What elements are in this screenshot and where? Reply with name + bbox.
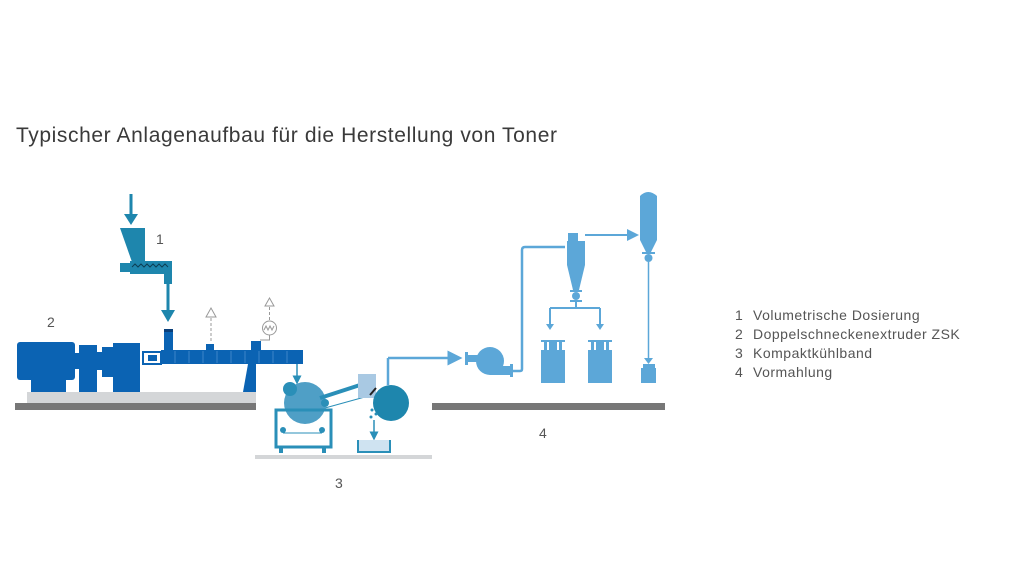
legend-item: 3 Kompaktkühlband — [735, 344, 960, 363]
twin-screw-extruder — [17, 329, 303, 392]
label-grinding: 4 — [539, 425, 547, 441]
pre-grinding-unit — [465, 192, 657, 383]
legend-text: Volumetrische Dosierung — [753, 307, 921, 323]
legend-number: 1 — [735, 307, 744, 323]
legend-number: 3 — [735, 345, 744, 361]
legend-number: 2 — [735, 326, 744, 342]
legend-item: 2 Doppelschneckenextruder ZSK — [735, 325, 960, 344]
vent-arrow-icon — [205, 296, 277, 343]
page-title: Typischer Anlagenaufbau für die Herstell… — [16, 124, 558, 147]
label-cooling: 3 — [335, 475, 343, 491]
legend-number: 4 — [735, 364, 744, 380]
legend: 1 Volumetrische Dosierung 2 Doppelschnecke… — [735, 306, 960, 382]
legend-item: 1 Volumetrische Dosierung — [735, 306, 960, 325]
label-feeder: 1 — [156, 231, 164, 247]
floor-extruder — [15, 392, 256, 410]
volumetric-feeder — [120, 194, 175, 322]
legend-text: Doppelschneckenextruder ZSK — [753, 326, 961, 342]
legend-item: 4 Vormahlung — [735, 363, 960, 382]
floor-cooling — [255, 455, 432, 459]
label-extruder: 2 — [47, 314, 55, 330]
legend-text: Kompaktkühlband — [753, 345, 873, 361]
floor-grinding — [432, 403, 665, 410]
compact-cooling-belt — [274, 350, 463, 453]
legend-text: Vormahlung — [753, 364, 833, 380]
